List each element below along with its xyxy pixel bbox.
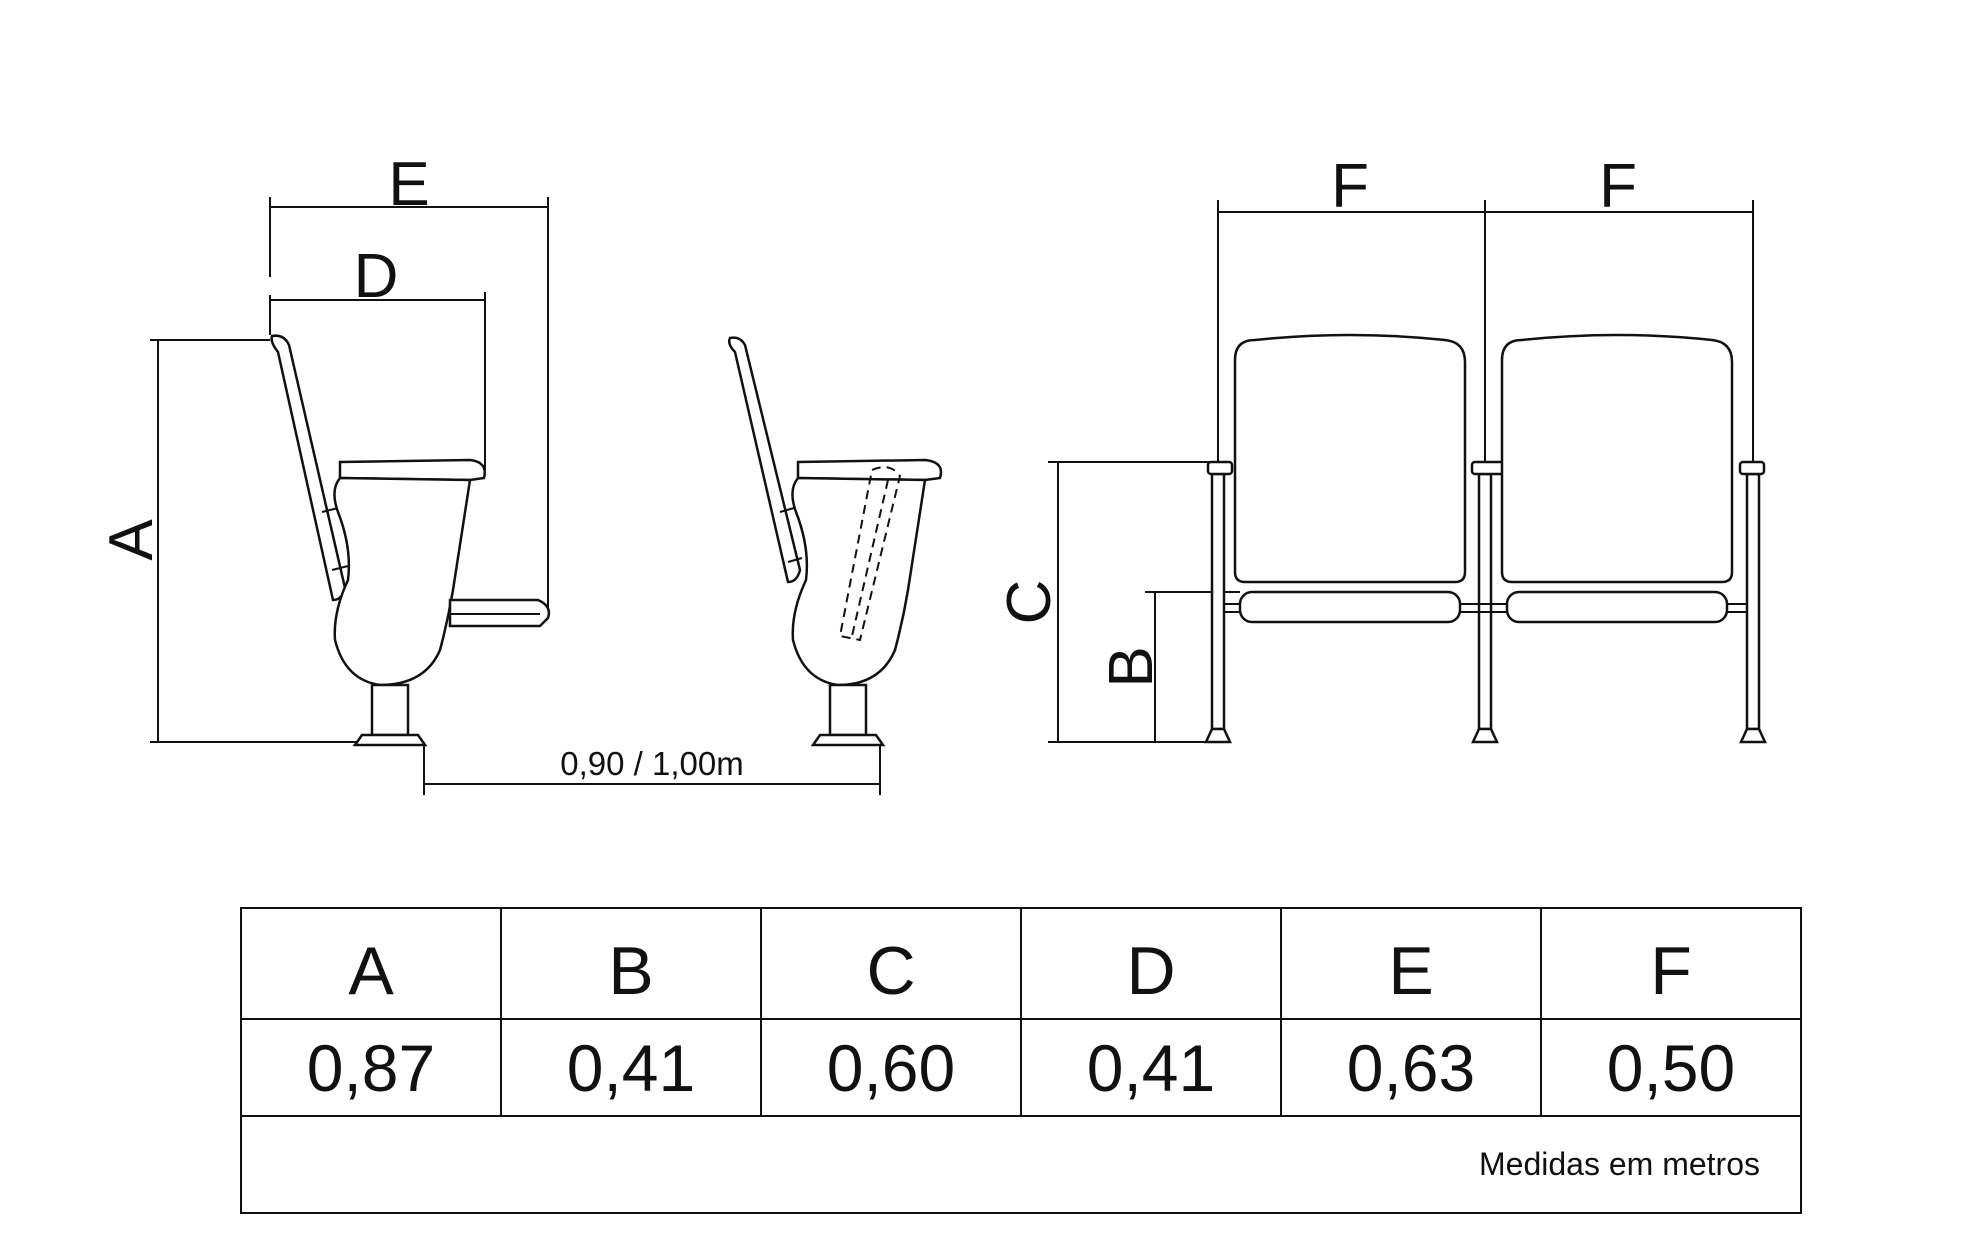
dimension-e-label: E (388, 150, 429, 219)
table-header-cell: D (1020, 907, 1282, 1020)
units-note: Medidas em metros (240, 1115, 1802, 1214)
dimension-f-right-label: F (1599, 152, 1637, 221)
chair-technical-drawing: E D A 0,90 / 1,00m (97, 150, 1767, 795)
table-header-cell: F (1540, 907, 1802, 1020)
table-value-row: 0,87 0,41 0,60 0,41 0,63 0,50 (240, 1018, 1802, 1117)
table-header-cell: B (500, 907, 762, 1020)
dimension-b-label: B (1097, 646, 1166, 687)
table-value-cell: 0,63 (1280, 1018, 1542, 1117)
dimension-c-label: C (995, 580, 1064, 625)
table-value-cell: 0,41 (1020, 1018, 1282, 1117)
side-view-chair: E D A (97, 150, 551, 747)
dimension-d-label: D (354, 242, 399, 311)
table-value-cell: 0,87 (240, 1018, 502, 1117)
table-header-cell: A (240, 907, 502, 1020)
table-value-cell: 0,60 (760, 1018, 1022, 1117)
dimension-a-label: A (97, 519, 166, 561)
side-view-folded-chair (727, 336, 943, 747)
measurements-table: A B C D E F 0,87 0,41 0,60 0,41 0,63 0,5… (240, 907, 1802, 1214)
row-spacing-dimension: 0,90 / 1,00m (423, 742, 881, 795)
table-header-cell: C (760, 907, 1022, 1020)
table-header-cell: E (1280, 907, 1542, 1020)
row-spacing-label: 0,90 / 1,00m (560, 745, 743, 782)
table-value-cell: 0,50 (1540, 1018, 1802, 1117)
front-view-chairs: F F C B (995, 152, 1767, 744)
table-note-row: Medidas em metros (240, 1115, 1802, 1214)
table-header-row: A B C D E F (240, 907, 1802, 1020)
table-value-cell: 0,41 (500, 1018, 762, 1117)
dimension-f-left-label: F (1331, 152, 1369, 221)
